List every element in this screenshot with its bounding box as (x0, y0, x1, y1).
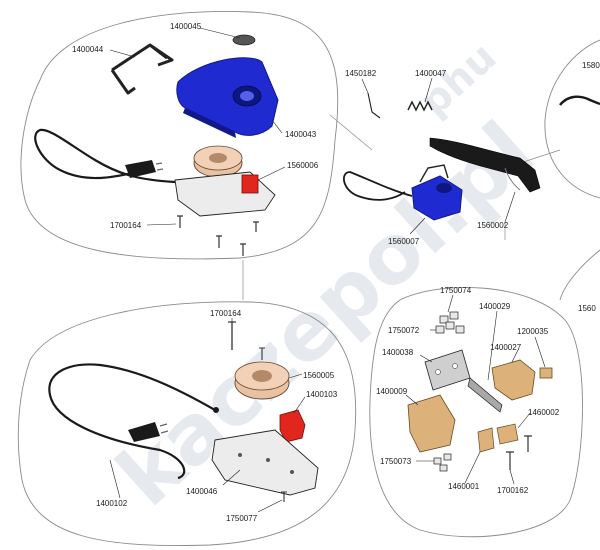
part-label: 1700164 (110, 221, 142, 230)
part-label: 1750077 (226, 514, 258, 523)
bar-part (467, 377, 503, 413)
blue-housing-part (176, 57, 279, 136)
part-label: 1400047 (415, 69, 447, 78)
screw-part (216, 235, 222, 248)
plug-part (125, 160, 156, 178)
part-label: 1580 (582, 61, 600, 70)
part-label: 1560 (578, 304, 596, 313)
rod-part (367, 92, 381, 119)
part-label: 1400045 (170, 22, 202, 31)
tan-bracket-part (491, 359, 536, 401)
part-label: 1560005 (303, 371, 335, 380)
handle-part (110, 43, 174, 95)
screw-part (240, 243, 246, 256)
nut-row (433, 453, 452, 472)
plate-part (424, 349, 471, 391)
part-label: 1400043 (285, 130, 317, 139)
base-plate-part (174, 171, 276, 217)
base-plate-lower (211, 429, 319, 496)
screw-part (281, 491, 287, 502)
part-label: 1460001 (448, 482, 480, 491)
cap-part (232, 34, 256, 46)
part-label: 1560006 (287, 161, 319, 170)
part-label: 1400102 (96, 499, 128, 508)
spring-part (407, 100, 433, 112)
part-label: 1200035 (517, 327, 549, 336)
part-label: 1400044 (72, 45, 104, 54)
plug-part-lower (128, 422, 160, 442)
part-label: 1400027 (490, 343, 522, 352)
part-label: 1460002 (528, 408, 560, 417)
clip-part (496, 423, 519, 445)
bubble-right-edge (559, 249, 600, 301)
part-label: 1750074 (440, 286, 472, 295)
part-label: 1400103 (306, 390, 338, 399)
tan-bracket-lower (407, 394, 456, 453)
part-label: 1700162 (497, 486, 529, 495)
screw-part (259, 347, 265, 360)
bubble-top-left (20, 11, 339, 260)
fuse-part-lower (279, 409, 306, 443)
bubble-bottom-left (17, 301, 357, 546)
small-tan-part (539, 367, 553, 379)
small-cable (343, 171, 413, 201)
part-label: 1750072 (388, 326, 420, 335)
fuse-part (241, 174, 259, 194)
watermark-text: kaczepol.pl (100, 104, 552, 525)
part-label: 1400029 (479, 302, 511, 311)
part-label: 1450182 (345, 69, 377, 78)
screw-part (524, 435, 532, 452)
power-cable-lower (48, 363, 216, 480)
connector-top (329, 114, 373, 151)
nut-stack (435, 311, 465, 334)
power-cable (34, 128, 176, 184)
part-label: 1560002 (477, 221, 509, 230)
part-label: 1560007 (388, 237, 420, 246)
screw-part (506, 451, 514, 470)
screw-part (253, 221, 259, 232)
bubble-bottom-middle (369, 287, 583, 538)
screw-part (177, 215, 183, 228)
part-label: 1750073 (380, 457, 412, 466)
bubble-top-right-edge (544, 39, 600, 199)
part-label: 1400046 (186, 487, 218, 496)
arm-part (429, 137, 541, 193)
right-edge-part (559, 95, 600, 106)
small-handle (419, 164, 449, 183)
part-label: 1400009 (376, 387, 408, 396)
part-label: 1400038 (382, 348, 414, 357)
part-label: 1700164 (210, 309, 242, 318)
clip-part (477, 427, 495, 453)
